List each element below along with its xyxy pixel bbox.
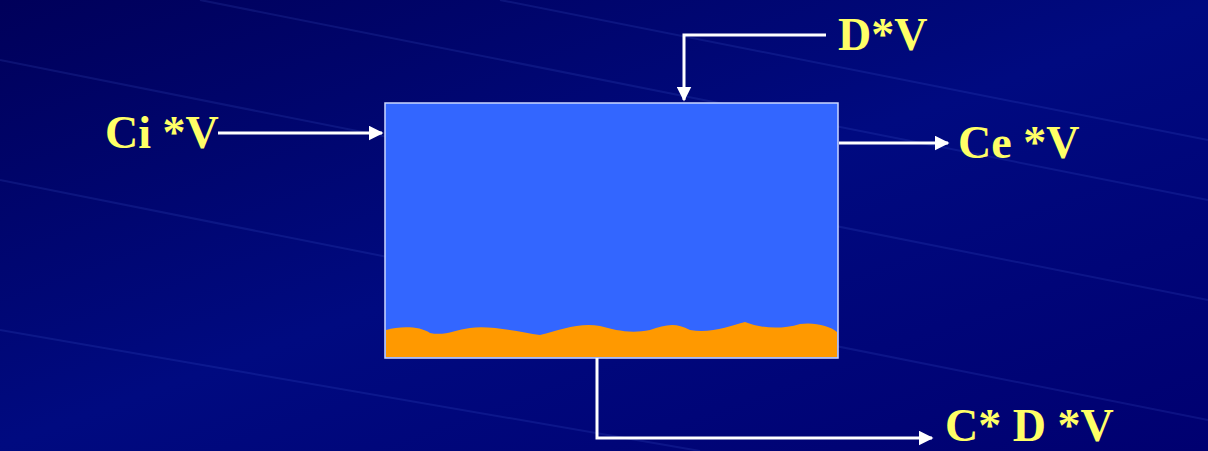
inflow-arrow	[218, 132, 382, 135]
outflow-arrow	[839, 142, 948, 145]
flow-label: C* D *V	[945, 403, 1114, 449]
dose-arrow	[684, 35, 826, 100]
flow-label: D*V	[838, 12, 927, 58]
flow-label: Ci *V	[105, 110, 219, 156]
tank	[385, 103, 838, 358]
sludge-arrow	[597, 358, 932, 438]
sludge	[386, 322, 837, 357]
flow-label: Ce *V	[958, 120, 1079, 166]
